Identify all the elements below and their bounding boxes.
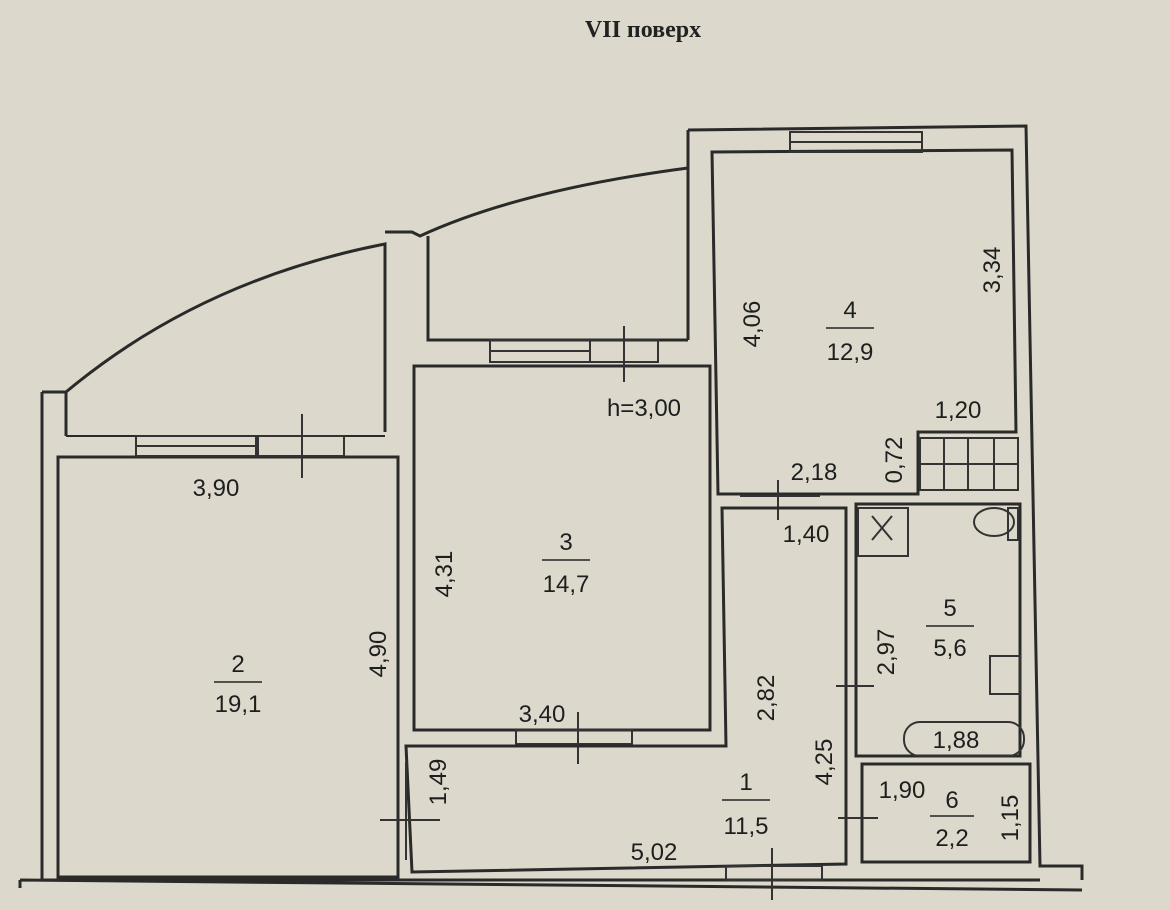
svg-text:4: 4 <box>843 297 856 324</box>
room-6-outline <box>860 762 1032 864</box>
dim-wc-width: 1,90 <box>879 777 926 804</box>
svg-text:1: 1 <box>739 769 752 796</box>
door-room-3 <box>515 729 633 745</box>
floor-title: VII поверх <box>585 17 701 43</box>
room-4-outline <box>710 148 1018 496</box>
room-2-outline <box>56 455 400 879</box>
room-4-label: 4 12,9 <box>826 297 874 366</box>
balcony-middle <box>385 130 690 342</box>
toilet-icon <box>973 507 1015 537</box>
dim-wc-length: 1,15 <box>997 795 1024 842</box>
dim-room-2-width: 3,90 <box>193 475 240 502</box>
svg-text:2,2: 2,2 <box>935 825 968 852</box>
dim-room-4-length-right: 3,34 <box>979 247 1006 294</box>
dim-room-3-width: 3,40 <box>519 701 566 728</box>
svg-text:5: 5 <box>943 595 956 622</box>
svg-text:2: 2 <box>231 651 244 678</box>
svg-text:11,5: 11,5 <box>724 813 769 840</box>
dim-hall-width: 5,02 <box>631 839 678 866</box>
room-3-label: 3 14,7 <box>542 529 590 598</box>
balcony-left <box>40 242 387 880</box>
room-6-label: 6 2,2 <box>930 787 974 852</box>
dim-hall-upper: 2,82 <box>753 675 780 722</box>
svg-text:5,6: 5,6 <box>933 635 966 662</box>
svg-text:19,1: 19,1 <box>215 691 262 718</box>
dim-hall-length: 4,25 <box>811 739 838 786</box>
bathtub-icon <box>903 721 1025 757</box>
room-2-label: 2 19,1 <box>214 651 262 718</box>
entrance-door <box>725 865 823 881</box>
room-1-outline <box>404 506 848 874</box>
dim-bath-width: 1,88 <box>933 727 980 754</box>
dim-hall-passage: 1,40 <box>783 521 830 548</box>
dim-room-4-length-left: 4,06 <box>739 301 766 348</box>
dim-kitchen-niche-width: 1,20 <box>935 397 982 424</box>
svg-text:14,7: 14,7 <box>543 571 590 598</box>
svg-text:6: 6 <box>945 787 958 814</box>
dim-room-2-length: 4,90 <box>365 631 392 678</box>
outer-wall <box>18 124 1084 892</box>
dim-room-3-length: 4,31 <box>431 551 458 598</box>
dim-room-4-width: 2,18 <box>791 459 838 486</box>
room-1-label: 1 11,5 <box>722 769 770 840</box>
dim-kitchen-niche-depth: 0,72 <box>881 437 908 484</box>
svg-text:12,9: 12,9 <box>827 339 874 366</box>
room-5-label: 5 5,6 <box>926 595 974 662</box>
dim-bath-length: 2,97 <box>873 629 900 676</box>
dim-hall-left: 1,49 <box>425 759 452 806</box>
shaft-icon <box>857 507 909 557</box>
svg-text:3: 3 <box>559 529 572 556</box>
height-note: h=3,00 <box>607 395 681 422</box>
sink-icon <box>989 655 1021 695</box>
